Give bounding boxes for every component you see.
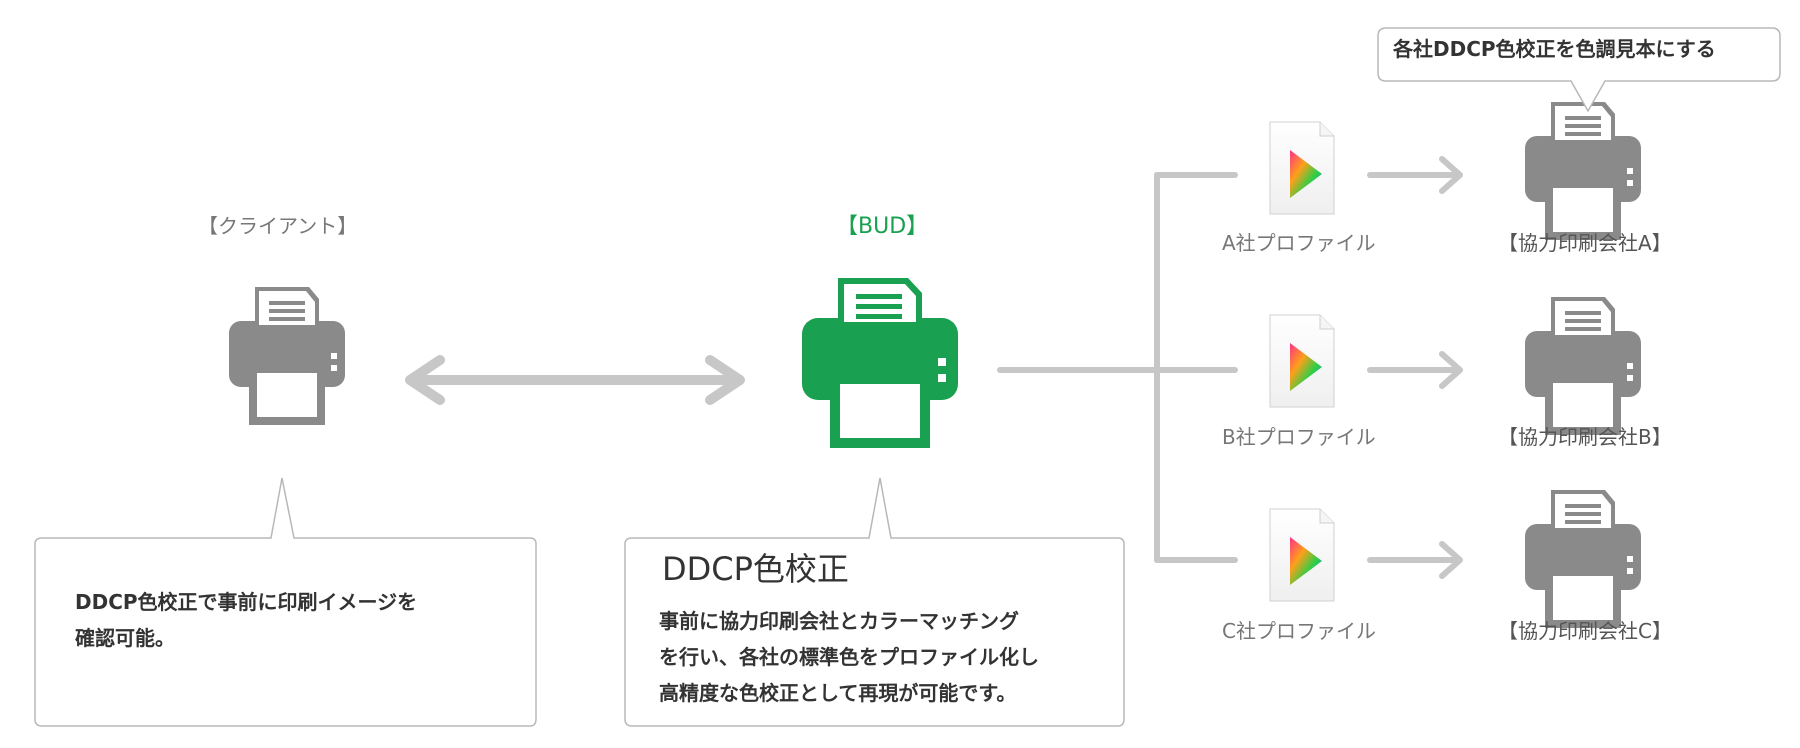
bud-callout-title: DDCP色校正 [662,550,849,588]
top-callout-box [1377,27,1781,113]
client-bud-arrow [405,355,745,405]
partner-c-printer-icon [1525,490,1641,628]
partner-c-label: 【協力印刷会社C】 [1498,619,1672,643]
bud-callout-text: 事前に協力印刷会社とカラーマッチング を行い、各社の標準色をプロファイル化し 高… [659,609,1039,705]
profile-a-icon [1269,121,1335,215]
partner-b-label: 【協力印刷会社B】 [1498,425,1672,449]
bud-label: 【BUD】 [836,214,929,239]
client-label: 【クライアント】 [198,214,358,238]
profile-b-icon [1269,314,1335,408]
profile-b-label: B社プロファイル [1222,425,1376,449]
client-callout-text: DDCP色校正で事前に印刷イメージを 確認可能。 [75,590,418,650]
bud-callout-box [624,477,1125,727]
branch-connectors [997,172,1238,563]
profile-a-label: A社プロファイル [1222,231,1376,255]
partner-a-label: 【協力印刷会社A】 [1498,231,1672,255]
partner-a-printer-icon [1525,102,1641,240]
client-printer-icon [229,287,345,425]
profile-c-icon [1269,508,1335,602]
partner-b-printer-icon [1525,297,1641,435]
top-callout-text: 各社DDCP色校正を色調見本にする [1393,37,1716,61]
profile-to-partner-arrows [1367,156,1463,579]
bud-printer-icon [802,278,958,448]
client-callout-box [34,477,537,727]
profile-c-label: C社プロファイル [1222,619,1376,643]
